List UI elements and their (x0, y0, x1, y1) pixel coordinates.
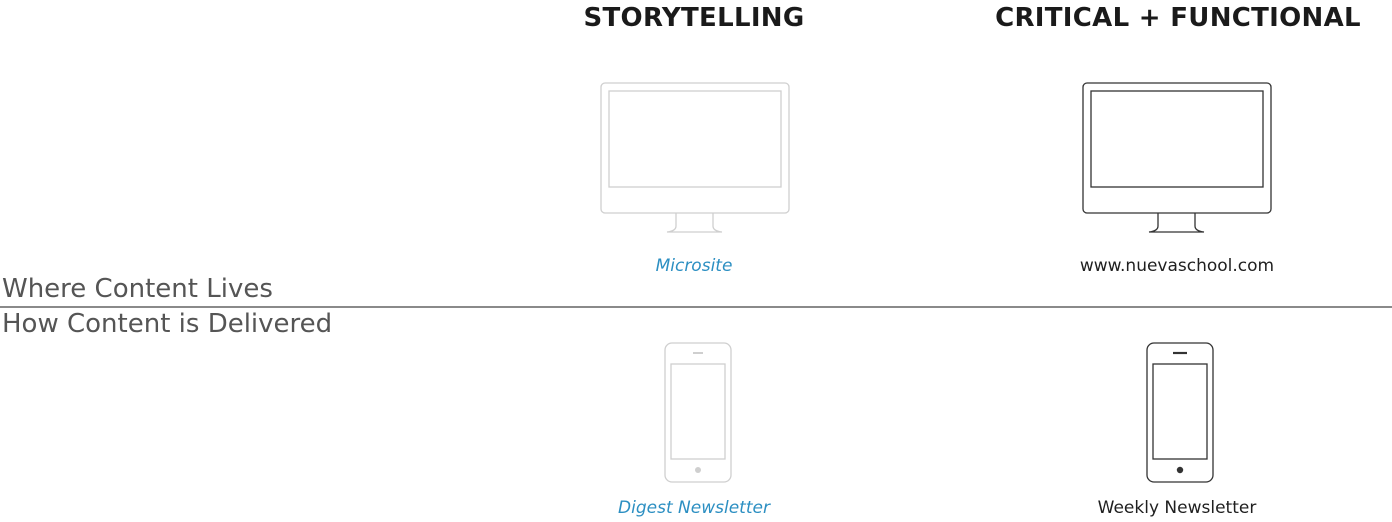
row-label-where-content-lives: Where Content Lives (2, 274, 273, 304)
smartphone-icon (664, 342, 732, 483)
caption-microsite: Microsite (655, 256, 733, 276)
row-label-how-content-is-delivered: How Content is Delivered (2, 309, 333, 339)
column-header-storytelling: STORYTELLING (583, 3, 805, 33)
caption-weekly-newsletter: Weekly Newsletter (1097, 498, 1257, 518)
desktop-monitor-icon (600, 82, 790, 233)
caption-digest-newsletter: Digest Newsletter (618, 498, 770, 518)
smartphone-icon (1146, 342, 1214, 483)
row-divider (0, 306, 1392, 308)
column-header-critical-functional: CRITICAL + FUNCTIONAL (995, 3, 1361, 33)
desktop-monitor-icon (1082, 82, 1272, 233)
caption-website: www.nuevaschool.com (1079, 256, 1275, 276)
